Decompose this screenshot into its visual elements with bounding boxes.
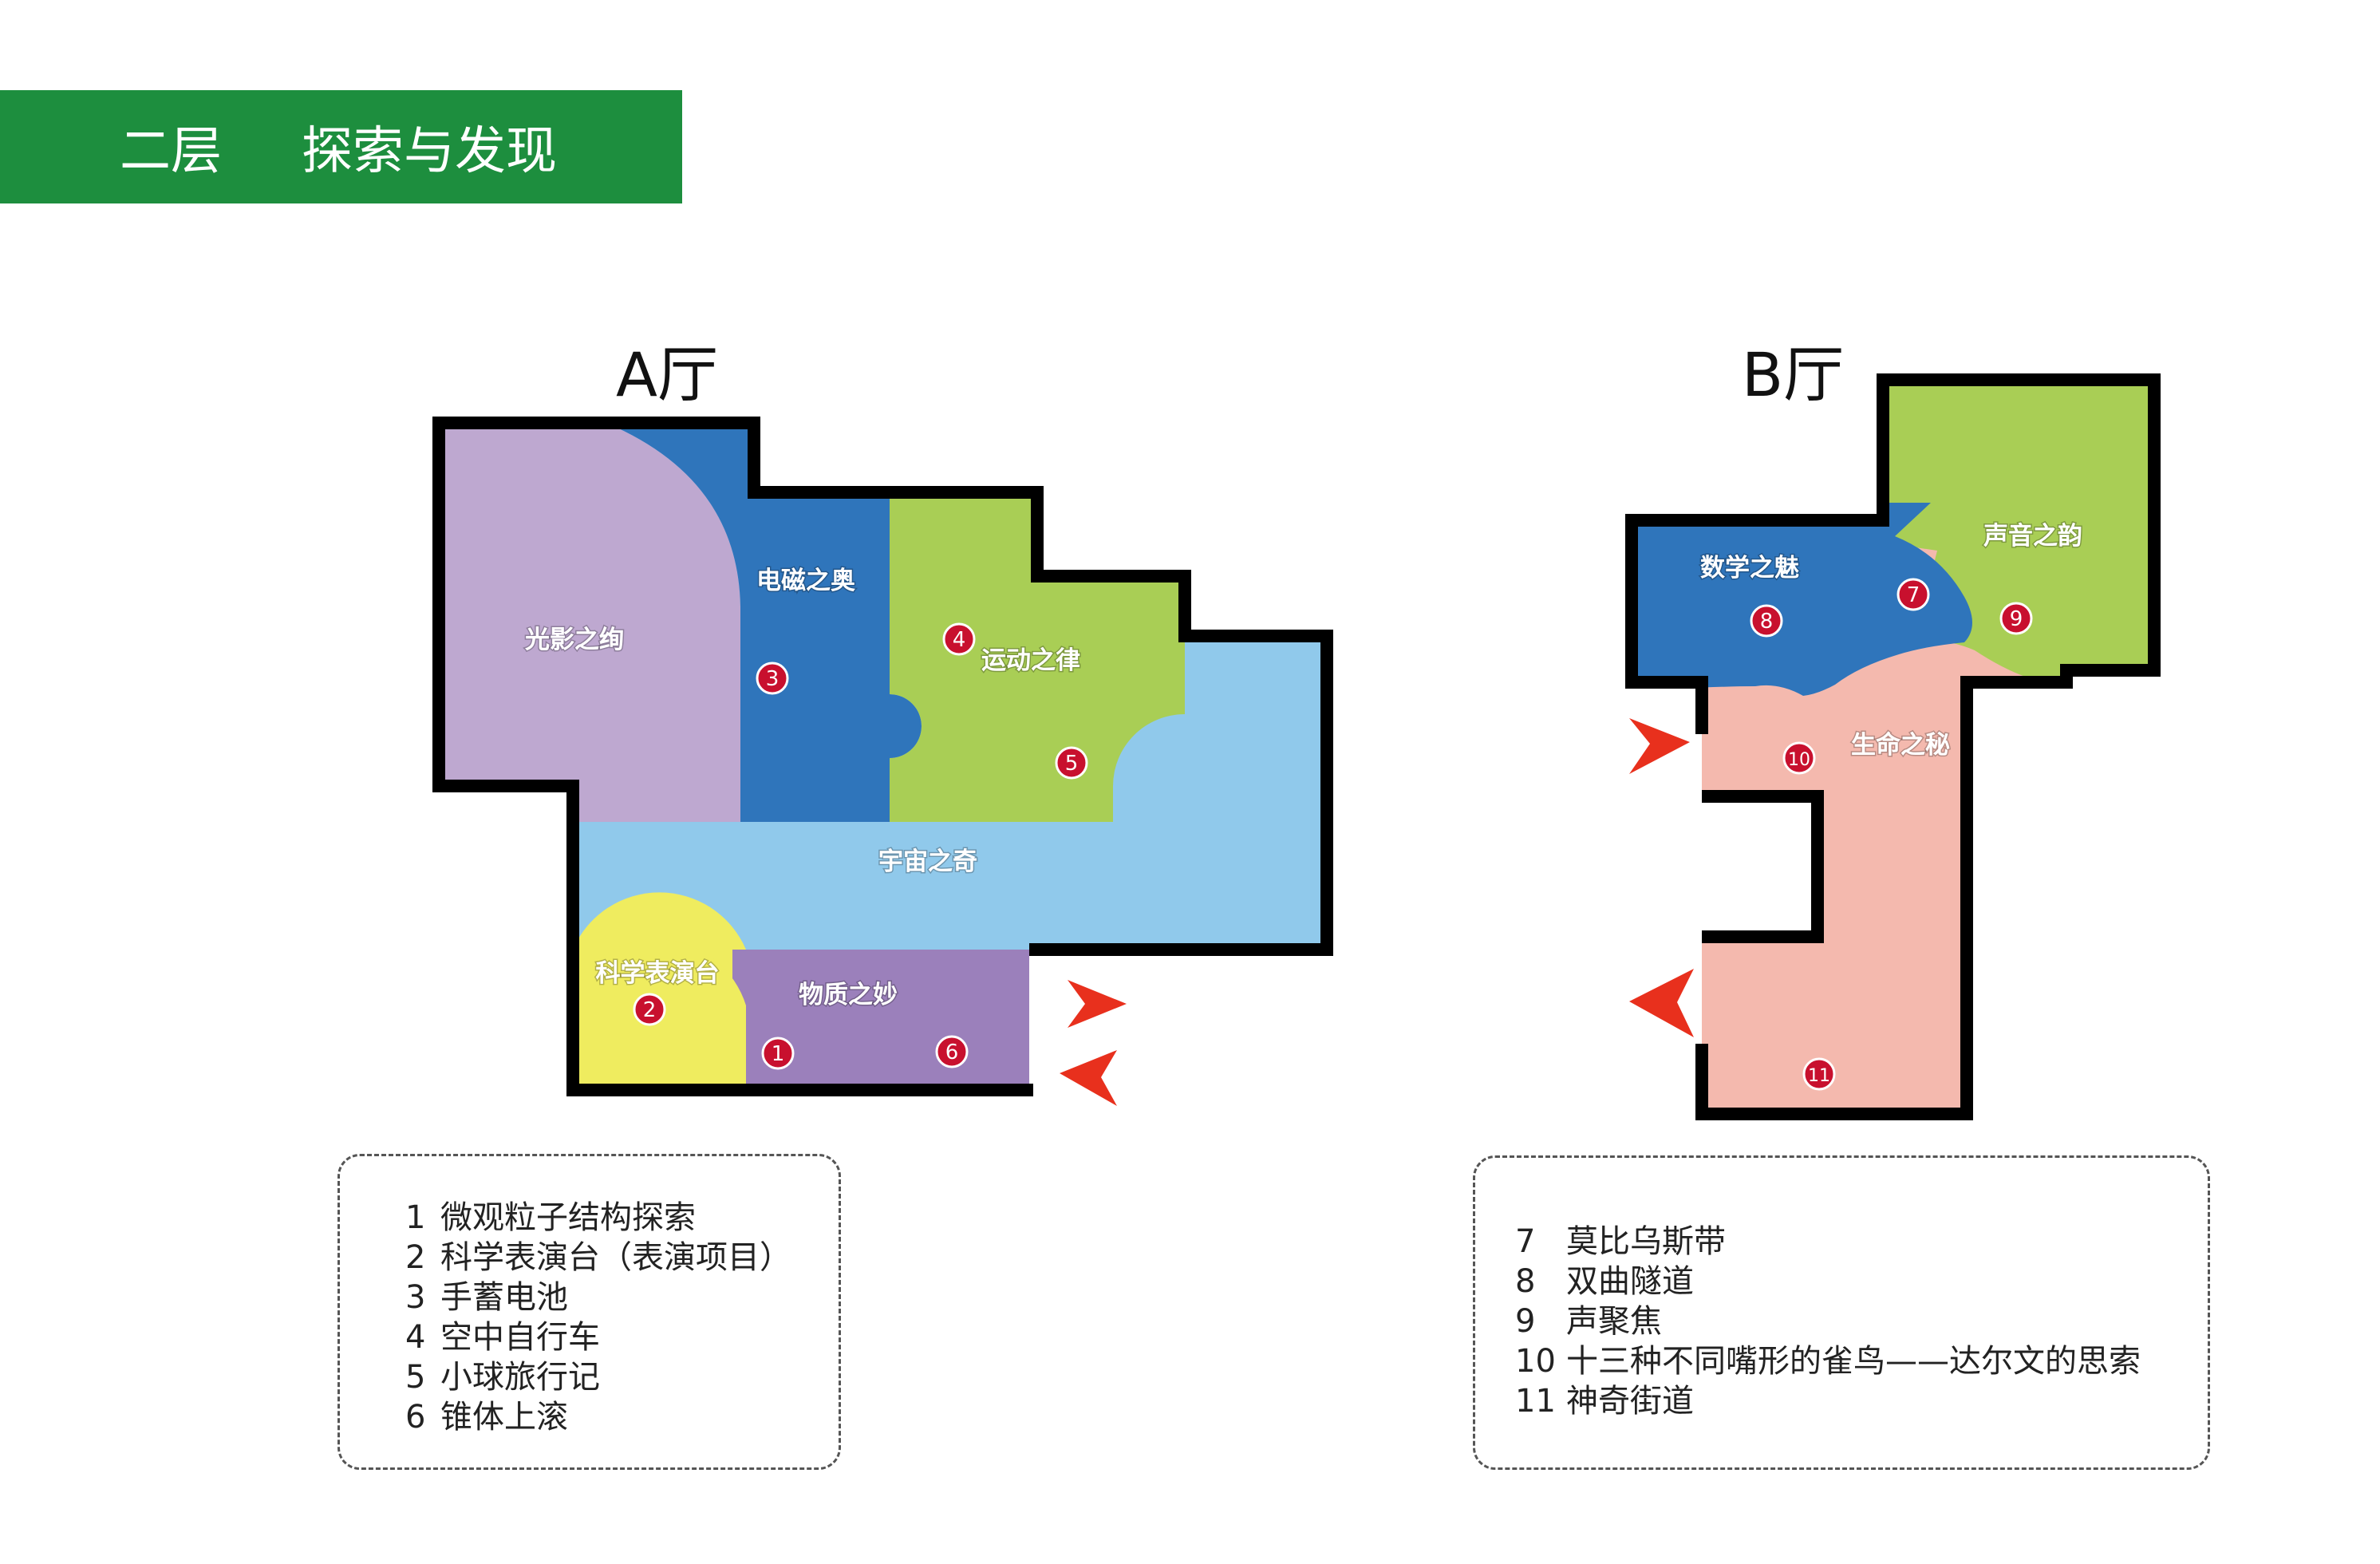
legend-item: 7 莫比乌斯带 [1515,1215,1726,1262]
zone-labels: 光影之绚 电磁之奥 运动之律 宇宙之奇 科学表演台 物质之妙 数学之魅 声音之韵… [524,521,2084,1011]
legend-item: 3 手蓄电池 [405,1271,568,1317]
legend-item-text: 莫比乌斯带 [1566,1223,1726,1260]
zone-label-life: 生命之秘 [1851,731,1950,760]
legend-item-number: 1 [405,1199,426,1236]
svg-text:1: 1 [772,1042,785,1066]
legend-item-text: 锥体上滚 [440,1399,568,1436]
entrance-arrow-icon [1068,980,1127,1028]
hall-a-wall [432,417,1333,1096]
hall-a-plan [432,417,1333,1106]
legend-item-text: 微观粒子结构探索 [440,1199,696,1236]
legend-item: 4 空中自行车 [405,1311,600,1357]
floor-label: 二层 [120,122,222,181]
exhibit-marker-4[interactable]: 4 [942,622,976,656]
legend-item: 5 小球旅行记 [405,1351,600,1397]
svg-text:2: 2 [643,998,657,1022]
legend-item-text: 小球旅行记 [440,1359,600,1396]
exhibit-marker-7[interactable]: 7 [1897,578,1930,611]
zone-label-matter: 物质之妙 [799,981,898,1009]
hall-b-inner-wall [1702,790,1824,943]
zone-label-universe: 宇宙之奇 [878,847,977,876]
svg-text:8: 8 [1760,610,1774,634]
legend-hall-b: 7 莫比乌斯带 8 双曲隧道 9 声聚焦 10 十三种不同嘴形的雀鸟——达尔文的思索 1… [1473,1155,2210,1470]
legend-item: 2 科学表演台（表演项目） [405,1231,791,1278]
legend-item-number: 10 [1515,1343,1556,1380]
zone-label-sound: 声音之韵 [1983,522,2082,551]
legend-item-number: 2 [405,1239,426,1276]
legend-item: 1 微观粒子结构探索 [405,1191,696,1238]
zone-label-motion: 运动之律 [981,646,1080,675]
svg-text:4: 4 [953,628,966,652]
exhibit-marker-9[interactable]: 9 [1999,602,2033,635]
legend-item-text: 双曲隧道 [1566,1263,1694,1300]
floor-theme: 探索与发现 [302,122,557,181]
legend-item-number: 7 [1515,1223,1536,1260]
legend-item: 6 锥体上滚 [405,1391,568,1437]
legend-item-text: 神奇街道 [1566,1383,1694,1420]
legend-item: 8 双曲隧道 [1515,1255,1694,1301]
zone-label-electro: 电磁之奥 [756,567,855,595]
entrance-arrow-b-icon [1629,718,1690,774]
legend-item-number: 4 [405,1319,426,1356]
legend-item-number: 6 [405,1399,426,1436]
exhibit-marker-6[interactable]: 6 [935,1035,969,1068]
legend-item-text: 科学表演台（表演项目） [440,1239,791,1276]
svg-text:11: 11 [1808,1066,1830,1086]
legend-item-number: 8 [1515,1263,1536,1300]
zone-label-stage: 科学表演台 [596,959,720,988]
legend-item-text: 十三种不同嘴形的雀鸟——达尔文的思索 [1566,1343,2141,1380]
legend-item-number: 9 [1515,1303,1536,1340]
exit-arrow-b-icon [1629,969,1694,1037]
legend-item-text: 空中自行车 [440,1319,600,1356]
svg-text:9: 9 [2010,607,2023,631]
exhibit-marker-3[interactable]: 3 [756,662,789,695]
exhibit-marker-11[interactable]: 11 [1802,1057,1836,1091]
exhibit-markers: 1 2 3 4 5 6 7 [633,578,2033,1091]
exhibit-marker-10[interactable]: 10 [1782,741,1816,775]
hall-b-wall [1625,373,2161,1120]
hall-b-title: B厅 [1742,339,1845,410]
legend-item-text: 声聚焦 [1566,1303,1662,1340]
exhibit-marker-2[interactable]: 2 [633,993,666,1026]
legend-item-number: 3 [405,1279,426,1316]
legend-item-number: 5 [405,1359,426,1396]
legend-item: 11 神奇街道 [1515,1375,1694,1421]
exhibit-marker-1[interactable]: 1 [761,1037,795,1070]
zone-label-light: 光影之绚 [525,626,624,654]
legend-item: 9 声聚焦 [1515,1295,1662,1341]
exit-arrow-icon [1060,1050,1117,1106]
legend-item: 10 十三种不同嘴形的雀鸟——达尔文的思索 [1515,1335,2141,1381]
svg-text:6: 6 [945,1041,959,1064]
svg-text:3: 3 [766,667,780,691]
zone-math-area [1632,503,1972,696]
legend-hall-a: 1 微观粒子结构探索 2 科学表演台（表演项目） 3 手蓄电池 4 空中自行车 5 小球旅… [337,1154,841,1470]
svg-text:5: 5 [1065,752,1079,776]
legend-item-text: 手蓄电池 [440,1279,568,1316]
exhibit-marker-5[interactable]: 5 [1055,746,1088,780]
zone-label-math: 数学之魅 [1700,554,1799,583]
exhibit-marker-8[interactable]: 8 [1750,604,1783,638]
hall-a-title: A厅 [616,339,718,410]
zone-light-area [439,423,740,822]
svg-text:10: 10 [1788,750,1810,770]
svg-text:7: 7 [1907,583,1920,607]
legend-item-number: 11 [1515,1383,1556,1420]
zone-electro-area [606,423,922,822]
floor-header: 二层 探索与发现 [0,90,682,203]
